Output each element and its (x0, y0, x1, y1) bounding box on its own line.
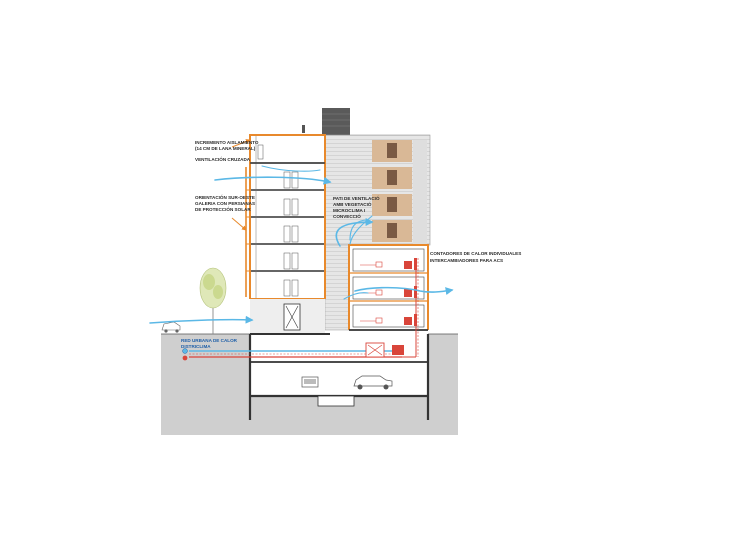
basement (248, 334, 430, 420)
label-district-heating-line1: RED URBANA DE CALOR (181, 338, 238, 343)
car-icon (161, 321, 181, 333)
tree-icon (199, 267, 227, 334)
ground-floor (250, 299, 330, 335)
label-orientation-line3: DE PROTECCIÓN SOLAR (195, 205, 251, 212)
label-patio-line1: PATI DE VENTILACIÓ (333, 194, 380, 201)
label-heat-meters-line1: CONTADORES DE CALOR INDIVIDUALES (430, 251, 521, 256)
label-patio-line2: AMB VEGETACIÓ (333, 200, 372, 207)
label-insulation-line2: (14 CM DE LANA MINERAL) (195, 146, 256, 151)
main-building (250, 135, 325, 300)
label-insulation: INCREMENTO AISLAMIENTO (14 CM DE LANA MI… (195, 140, 259, 151)
district-heating-substation (182, 342, 404, 361)
label-district-heating: RED URBANA DE CALOR DISTRICLIMA (181, 338, 238, 349)
label-orientation-line1: ORIENTACIÓN SUR-OESTE (195, 193, 255, 200)
label-patio-line3: MICROCLIMA I (333, 208, 365, 213)
label-heat-meters: CONTADORES DE CALOR INDIVIDUALES INTERCA… (430, 251, 521, 263)
label-patio: PATI DE VENTILACIÓ AMB VEGETACIÓ MICROCL… (333, 194, 380, 219)
label-orientation: ORIENTACIÓN SUR-OESTE GALERIA CON PERSIA… (195, 193, 255, 212)
label-heat-meters-line2: INTERCAMBIADORES PARA ACS (430, 258, 503, 263)
airflow-arrows (149, 165, 454, 324)
label-district-heating-line2: DISTRICLIMA (181, 344, 211, 349)
car-icon (353, 375, 393, 390)
label-insulation-line1: INCREMENTO AISLAMIENTO (195, 140, 259, 145)
label-patio-line4: CONVECCIÓ (333, 212, 361, 219)
chimney (302, 108, 350, 140)
label-orientation-line2: GALERIA CON PERSIANAS (195, 201, 255, 206)
leader-arrows (231, 139, 251, 231)
label-cross-ventilation: VENTILACIÓN CRUZADA (195, 155, 251, 162)
balconies (372, 140, 427, 245)
car-icon (301, 376, 319, 388)
